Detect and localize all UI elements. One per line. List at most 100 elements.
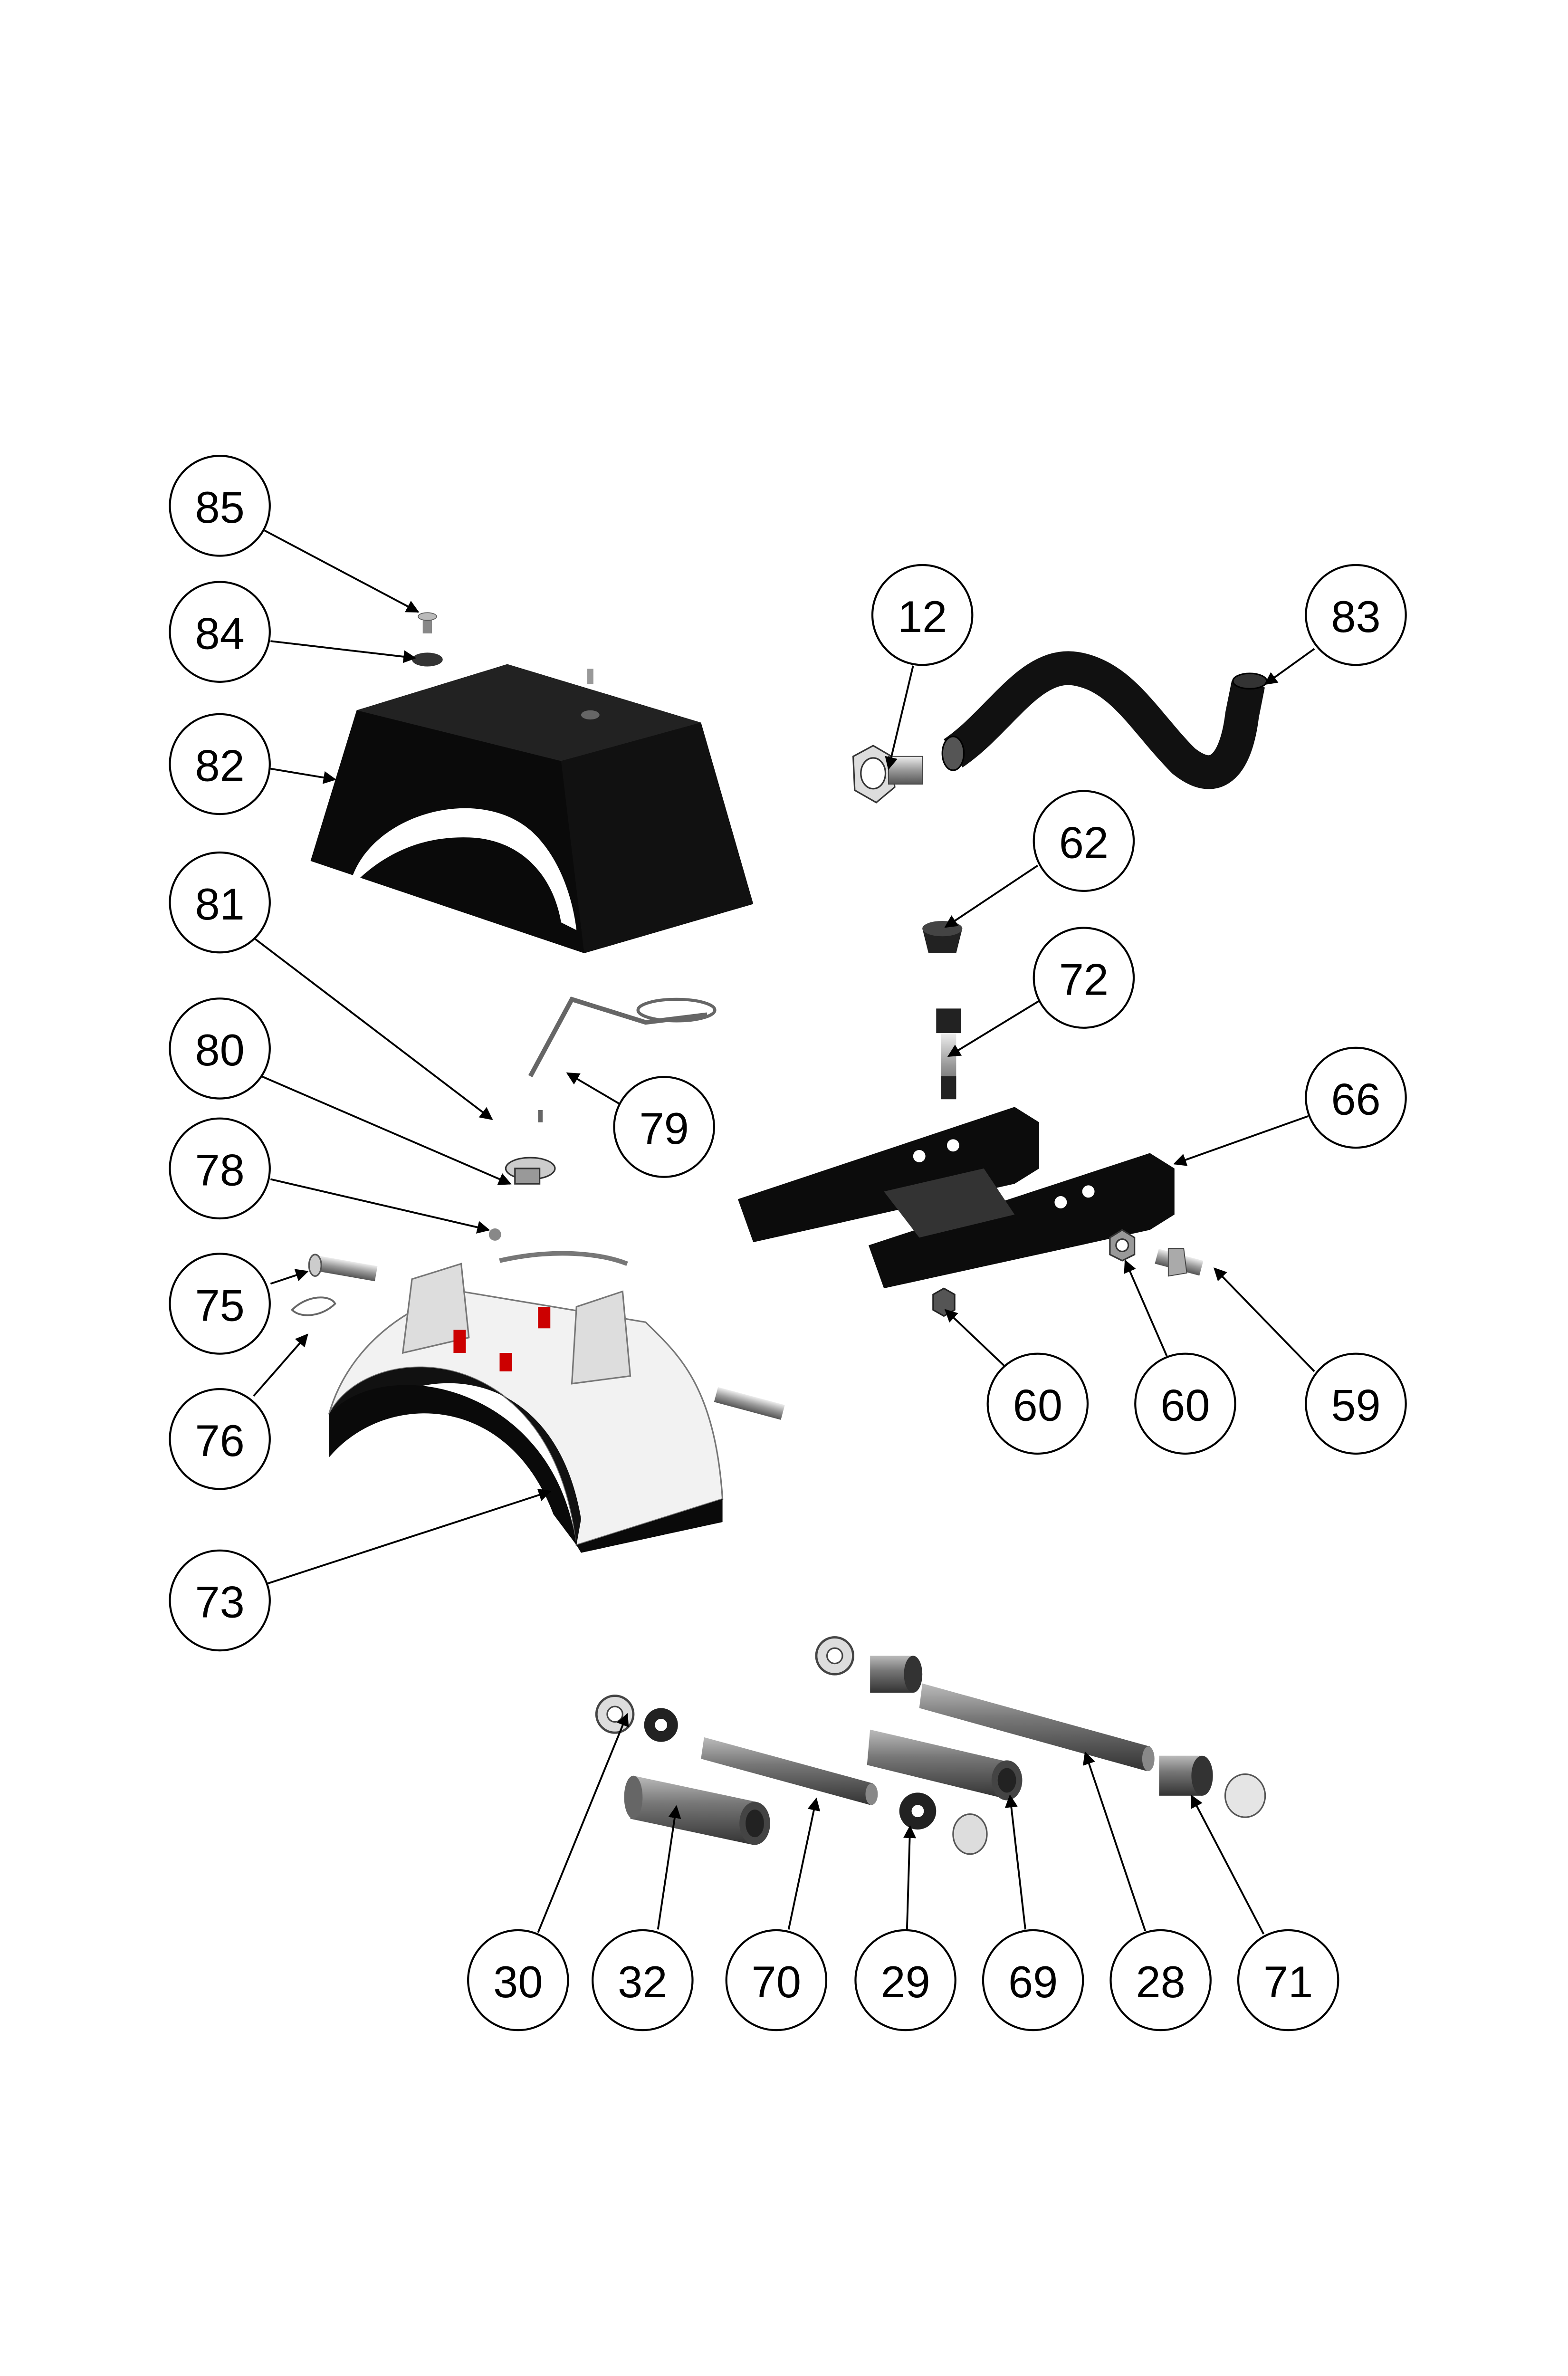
- part-83-hose: [943, 651, 1265, 789]
- callout-83: 83: [1305, 564, 1407, 666]
- callout-number: 78: [195, 1145, 244, 1195]
- callout-73: 73: [169, 1549, 271, 1652]
- callout-circle: [1109, 1929, 1212, 2031]
- callout-circle: [592, 1929, 694, 2031]
- leader-line-60: [944, 1309, 1008, 1369]
- leader-line-66: [1173, 1115, 1309, 1166]
- callout-number: 29: [880, 1957, 930, 2007]
- parts: [290, 612, 1268, 1855]
- callout-number: 84: [195, 608, 244, 658]
- callout-circle: [1305, 564, 1407, 666]
- leader-line-69: [1004, 1794, 1026, 1930]
- callout-number: 71: [1263, 1957, 1313, 2007]
- callout-circle: [1033, 927, 1135, 1029]
- leader-line-83: [1264, 648, 1315, 685]
- callout-number: 32: [618, 1957, 667, 2007]
- part-66-brackets: [737, 1107, 1175, 1289]
- part-12-fitting: [852, 745, 923, 804]
- callout-number: 62: [1059, 817, 1109, 867]
- leader-line-76: [253, 1333, 308, 1397]
- leader-line-71: [1190, 1794, 1265, 1935]
- callout-circle: [169, 1388, 271, 1490]
- callout-number: 79: [639, 1103, 688, 1153]
- leader-line-72: [947, 1000, 1040, 1057]
- part-76-clip: [290, 1296, 336, 1316]
- callout-circle: [169, 997, 271, 1100]
- leader-line-79: [566, 1072, 620, 1105]
- leader-line-82: [270, 767, 336, 784]
- callout-number: 82: [195, 741, 244, 791]
- callout-62: 62: [1033, 790, 1135, 892]
- leader-line-81: [253, 937, 493, 1120]
- callout-number: 85: [195, 482, 244, 532]
- callout-circle: [169, 1253, 271, 1355]
- callout-number: 81: [195, 879, 244, 929]
- part-clevis-pin: [714, 1387, 785, 1420]
- callout-circle: [169, 455, 271, 557]
- callout-75: 75: [169, 1253, 271, 1355]
- part-59-bolt: [1155, 1248, 1204, 1277]
- callout-circle: [169, 1117, 271, 1220]
- part-81-screw: [538, 1110, 543, 1122]
- callout-circle: [1305, 1046, 1407, 1149]
- callout-59: 59: [1305, 1352, 1407, 1455]
- leader-line-28: [1083, 1751, 1147, 1932]
- part-28-rod: [919, 1683, 1155, 1772]
- callout-circle: [982, 1929, 1084, 2031]
- callout-71: 71: [1237, 1929, 1339, 2031]
- leader-lines: [253, 529, 1315, 1935]
- callout-circle: [1033, 790, 1135, 892]
- callout-number: 83: [1331, 592, 1380, 642]
- callout-number: 60: [1160, 1380, 1210, 1430]
- part-washer-black-left: [644, 1708, 678, 1742]
- callout-number: 75: [195, 1280, 244, 1330]
- callout-circle: [854, 1929, 956, 2031]
- callout-number: 76: [195, 1416, 244, 1466]
- callout-82: 82: [169, 713, 271, 815]
- part-cap-right: [1224, 1773, 1266, 1818]
- callout-circle: [169, 713, 271, 815]
- leader-line-75: [270, 1269, 309, 1285]
- part-75-pin: [308, 1254, 378, 1282]
- part-29-washer: [899, 1792, 937, 1830]
- part-82-hood: [310, 664, 754, 953]
- callout-69: 69: [982, 1929, 1084, 2031]
- part-80-thermostat: [505, 1157, 556, 1185]
- leader-line-62: [944, 864, 1038, 928]
- callout-circle: [725, 1929, 828, 2031]
- callout-70: 70: [725, 1929, 828, 2031]
- leader-line-29: [903, 1825, 917, 1930]
- callout-84: 84: [169, 581, 271, 683]
- callout-72: 72: [1033, 927, 1135, 1029]
- leader-line-78: [270, 1178, 490, 1234]
- leader-line-73: [267, 1488, 552, 1585]
- part-70-rod: [701, 1737, 878, 1805]
- callout-number: 28: [1136, 1957, 1185, 2007]
- callout-81: 81: [169, 851, 271, 954]
- part-62-cap: [922, 920, 963, 953]
- part-69-bushing: [867, 1729, 1023, 1801]
- callout-number: 80: [195, 1025, 244, 1075]
- callout-circle: [986, 1352, 1089, 1455]
- callout-number: 69: [1008, 1957, 1058, 2007]
- callout-32: 32: [592, 1929, 694, 2031]
- callout-circle: [871, 564, 974, 666]
- part-85-screw: [418, 612, 437, 633]
- callout-number: 72: [1059, 954, 1109, 1004]
- leader-line-30: [537, 1713, 629, 1933]
- leader-line-12: [885, 665, 914, 770]
- callout-circle: [1305, 1352, 1407, 1455]
- leader-line-59: [1213, 1267, 1315, 1372]
- callout-28: 28: [1109, 1929, 1212, 2031]
- part-72-bolt: [936, 1008, 961, 1100]
- leader-line-32: [657, 1805, 681, 1930]
- part-73-base: [328, 1263, 724, 1553]
- callout-76: 76: [169, 1388, 271, 1490]
- callout-circle: [169, 851, 271, 954]
- callout-circle: [1237, 1929, 1339, 2031]
- part-60-nut: [1109, 1229, 1136, 1262]
- leader-line-60: [1124, 1259, 1168, 1357]
- part-78-terminal: [488, 1228, 628, 1266]
